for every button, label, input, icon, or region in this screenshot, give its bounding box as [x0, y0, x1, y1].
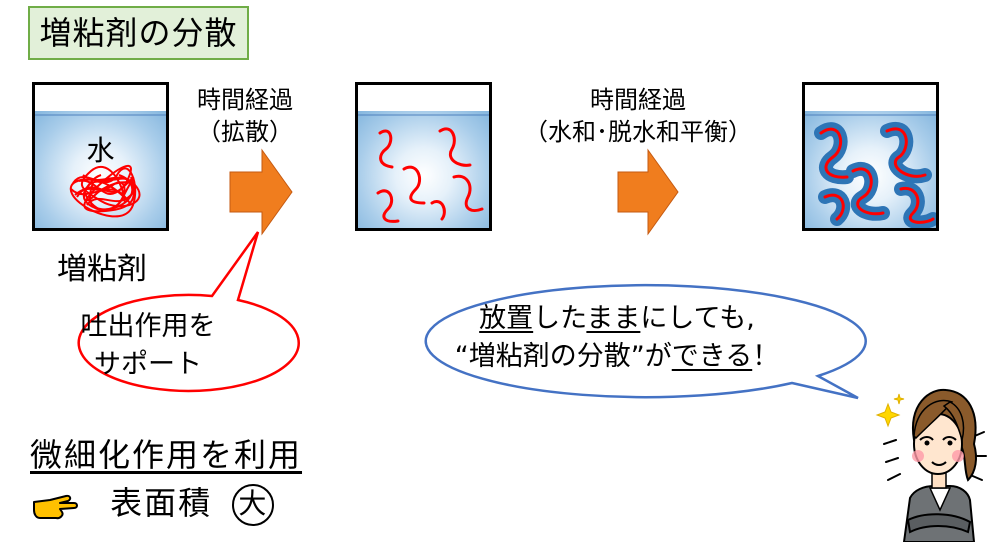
step-label-hydration: 時間経過 （水和･脱水和平衡） — [524, 86, 752, 146]
polymer-clump — [69, 164, 141, 218]
bottom-surface-area: 表面積 大 — [30, 478, 275, 526]
bottom-heading: 微細化作用を利用 — [30, 436, 303, 474]
beaker-caption: 増粘剤 — [57, 252, 147, 287]
bubble-left-shape — [77, 231, 300, 393]
diagram-title: 増粘剤の分散 — [28, 6, 249, 60]
bubble-right-shape — [424, 283, 867, 400]
bubble-left-text: 吐出作用を サポート — [80, 311, 216, 380]
bubble-right-text: 放置したままにしても, “増粘剤の分散”ができる！ — [454, 303, 780, 372]
water-label: 水 — [86, 134, 115, 167]
sparkle-icon — [875, 393, 905, 428]
circled-large: 大 — [232, 484, 275, 526]
beaker-diffused — [355, 82, 492, 231]
dispersed-polymers — [376, 127, 484, 223]
beaker-initial: 水 — [32, 82, 169, 231]
step-label-diffusion: 時間経過 （拡散） — [197, 86, 293, 146]
pointing-hand-icon — [33, 494, 78, 520]
swollen-polymers — [814, 122, 936, 228]
beaker-swollen — [802, 82, 939, 231]
